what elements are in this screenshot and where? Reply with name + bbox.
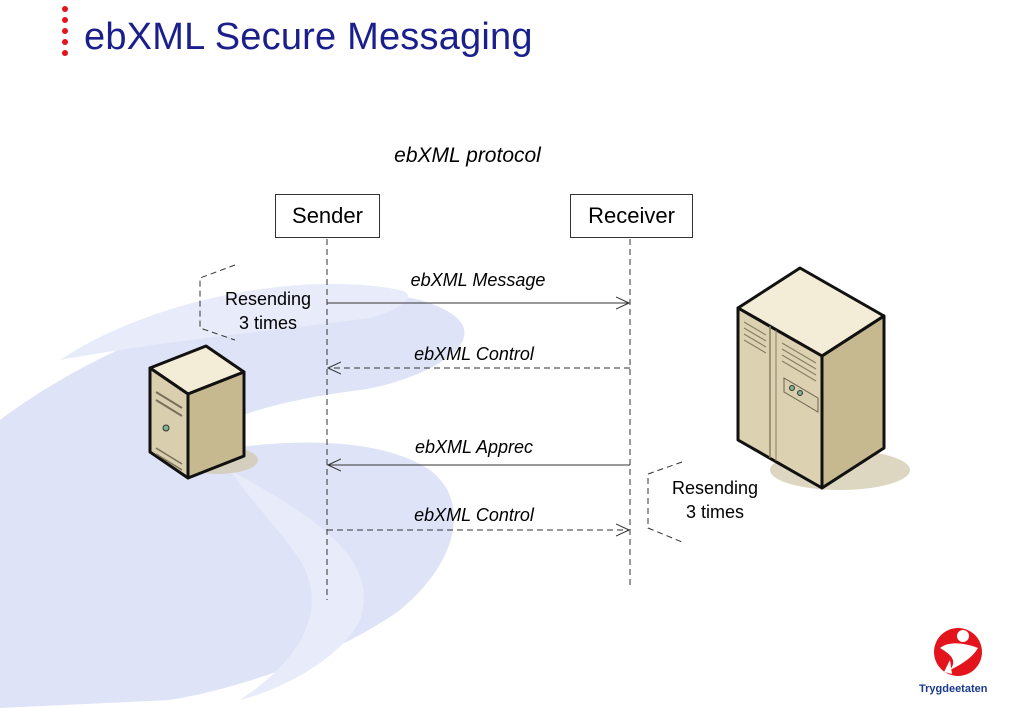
- message-label-ebxml-control-1: ebXML Control: [414, 344, 534, 364]
- trygdeetaten-logo-icon: [934, 628, 982, 676]
- sender-box: Sender: [275, 194, 380, 238]
- message-label-ebxml-apprec: ebXML Apprec: [414, 437, 534, 457]
- receiver-resend-bracket: [647, 461, 683, 543]
- protocol-subtitle: ebXML protocol: [394, 144, 541, 167]
- message-label-ebxml-control-2: ebXML Control: [414, 505, 534, 525]
- logo-wordmark: Trygdeetaten: [919, 683, 988, 695]
- sender-server-icon: [148, 344, 258, 480]
- sender-resend-note: Resending 3 times: [224, 289, 312, 333]
- receiver-box: Receiver: [570, 194, 693, 238]
- receiver-resend-note: Resending 3 times: [671, 478, 759, 522]
- slide-title: ebXML Secure Messaging: [84, 16, 533, 58]
- receiver-server-icon: [736, 266, 910, 490]
- title-dots: [62, 6, 70, 61]
- sender-resend-bracket: [199, 264, 236, 341]
- message-label-ebxml-message: ebXML Message: [410, 270, 546, 290]
